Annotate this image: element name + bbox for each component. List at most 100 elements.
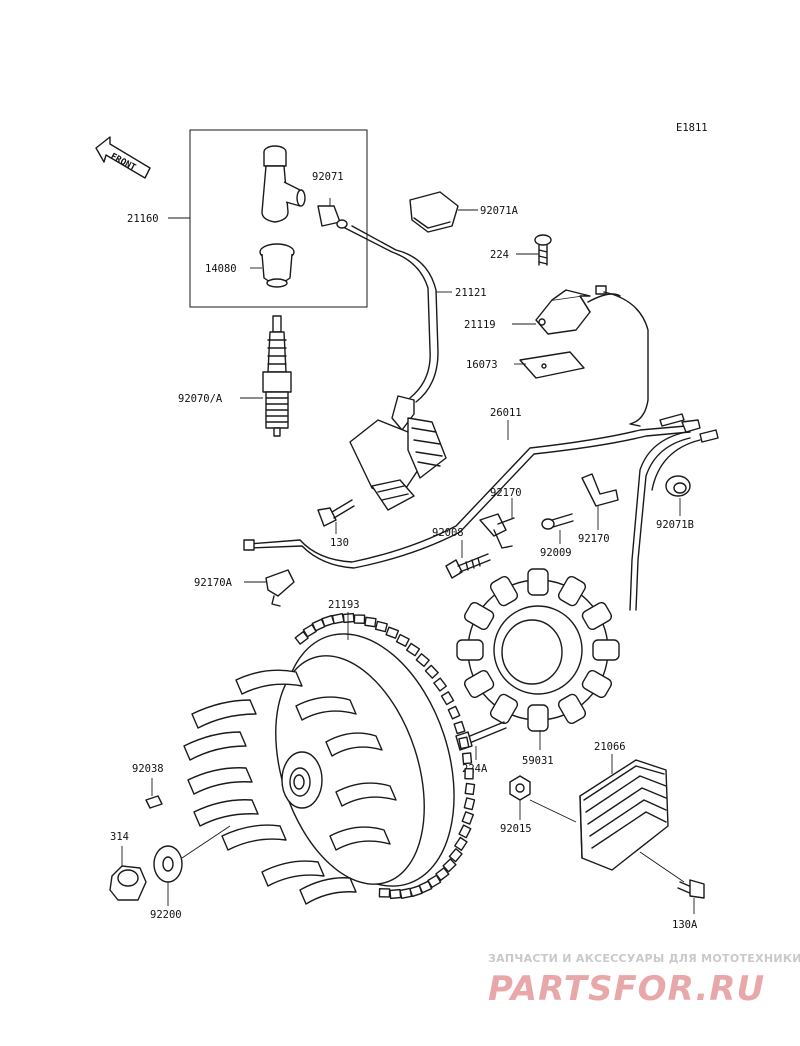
label-59031: 59031: [522, 755, 554, 767]
spark-plug: [262, 315, 292, 437]
flywheel-21193: [183, 612, 476, 905]
gear-tooth: [463, 797, 476, 811]
gear-tooth: [453, 720, 466, 735]
label-224: 224: [490, 249, 509, 261]
label-16073: 16073: [466, 359, 498, 371]
flywheel-fin: [183, 731, 247, 761]
label-92015: 92015: [500, 823, 532, 835]
gear-tooth: [389, 888, 402, 900]
gear-tooth: [440, 691, 455, 706]
flywheel-fin: [191, 699, 257, 729]
stator-pole: [489, 693, 519, 725]
gear-tooth: [461, 811, 474, 825]
screw-92009: [541, 513, 574, 530]
seal-14080: [259, 243, 295, 288]
stator-pole: [489, 575, 519, 607]
gear-tooth: [342, 612, 355, 624]
label-92200: 92200: [150, 909, 182, 921]
label-92071: 92071: [312, 171, 344, 183]
label-92170-top: 92170: [490, 487, 522, 499]
bolt-92008: [445, 553, 491, 579]
label-92170-right: 92170: [578, 533, 610, 545]
grommet-92071B: [665, 475, 691, 497]
stator-pole: [527, 568, 549, 596]
label-92170A: 92170A: [194, 577, 233, 589]
watermark-tagline: ЗАПЧАСТИ И АКСЕССУАРЫ ДЛЯ МОТОТЕХНИКИ: [488, 952, 800, 965]
watermark-brand: PARTSFOR.RU: [488, 969, 765, 1009]
gear-tooth: [442, 858, 457, 873]
stator-pole: [592, 639, 620, 661]
label-130: 130: [330, 537, 349, 549]
gear-tooth: [461, 752, 473, 765]
flywheel-fin: [193, 799, 259, 827]
nut-92015: [509, 775, 531, 801]
flywheel-fin: [261, 860, 325, 887]
igniter-21119: [535, 285, 649, 427]
stator-pole: [456, 639, 484, 661]
label-92008: 92008: [432, 527, 464, 539]
gear-tooth: [464, 767, 474, 780]
gear-tooth: [378, 888, 391, 898]
flywheel-fin: [299, 877, 357, 905]
bolt-130: [317, 499, 355, 527]
clamp-92170-right: [581, 473, 619, 507]
clip-92170A: [265, 569, 295, 607]
label-21160: 21160: [127, 213, 159, 225]
ignition-coil: [349, 395, 447, 511]
stator-pole: [557, 693, 587, 725]
gear-tooth: [454, 836, 468, 851]
gear-tooth: [424, 664, 439, 679]
gear-tooth: [448, 848, 463, 863]
gear-tooth: [331, 612, 345, 625]
gear-tooth: [458, 736, 470, 750]
gear-tooth: [395, 633, 410, 647]
gear-tooth: [364, 616, 377, 628]
gear-tooth: [464, 782, 476, 796]
label-92070A: 92070/A: [178, 393, 223, 405]
label-26011: 26011: [490, 407, 522, 419]
flywheel-fin: [235, 669, 303, 695]
label-314: 314: [110, 831, 129, 843]
flywheel-fin: [221, 824, 287, 851]
ignition-lead-21121: [344, 227, 431, 399]
gear-tooth: [433, 677, 448, 692]
label-130A: 130A: [672, 919, 698, 931]
plate-16073: [519, 351, 585, 379]
stator-pole: [463, 601, 495, 631]
flywheel-fin: [187, 767, 253, 795]
label-92038: 92038: [132, 763, 164, 775]
bolt-130A: [677, 879, 705, 899]
gear-tooth: [399, 887, 413, 900]
grommet-92071: [317, 205, 348, 229]
gear-tooth: [405, 642, 421, 657]
nut-314: [109, 865, 147, 901]
grommet-92071A: [409, 191, 459, 233]
gear-tooth: [447, 705, 461, 720]
diagram-code: E1811: [676, 122, 708, 134]
stator-pole: [527, 704, 549, 732]
front-arrow-icon: FRONT: [95, 136, 151, 179]
label-21066: 21066: [594, 741, 626, 753]
gear-tooth: [415, 653, 430, 668]
screw-224: [534, 234, 552, 266]
assembly-box-21160: [189, 129, 368, 308]
label-21193: 21193: [328, 599, 360, 611]
clamp-92170-top: [479, 513, 515, 549]
label-21119: 21119: [464, 319, 496, 331]
flywheel-fin: [295, 696, 357, 721]
stator-pole: [581, 669, 613, 699]
stator-pole: [557, 575, 587, 607]
label-92009: 92009: [540, 547, 572, 559]
stator-pole: [463, 669, 495, 699]
regulator-21066: [579, 759, 669, 871]
spark-plug-cap: [261, 145, 306, 223]
key-92038: [145, 795, 163, 809]
stator-pole: [581, 601, 613, 631]
gear-tooth: [353, 614, 366, 624]
stator-59031: [456, 568, 620, 732]
gear-tooth: [385, 626, 400, 639]
flywheel-fin: [335, 782, 397, 807]
flywheel-fin: [325, 732, 383, 757]
